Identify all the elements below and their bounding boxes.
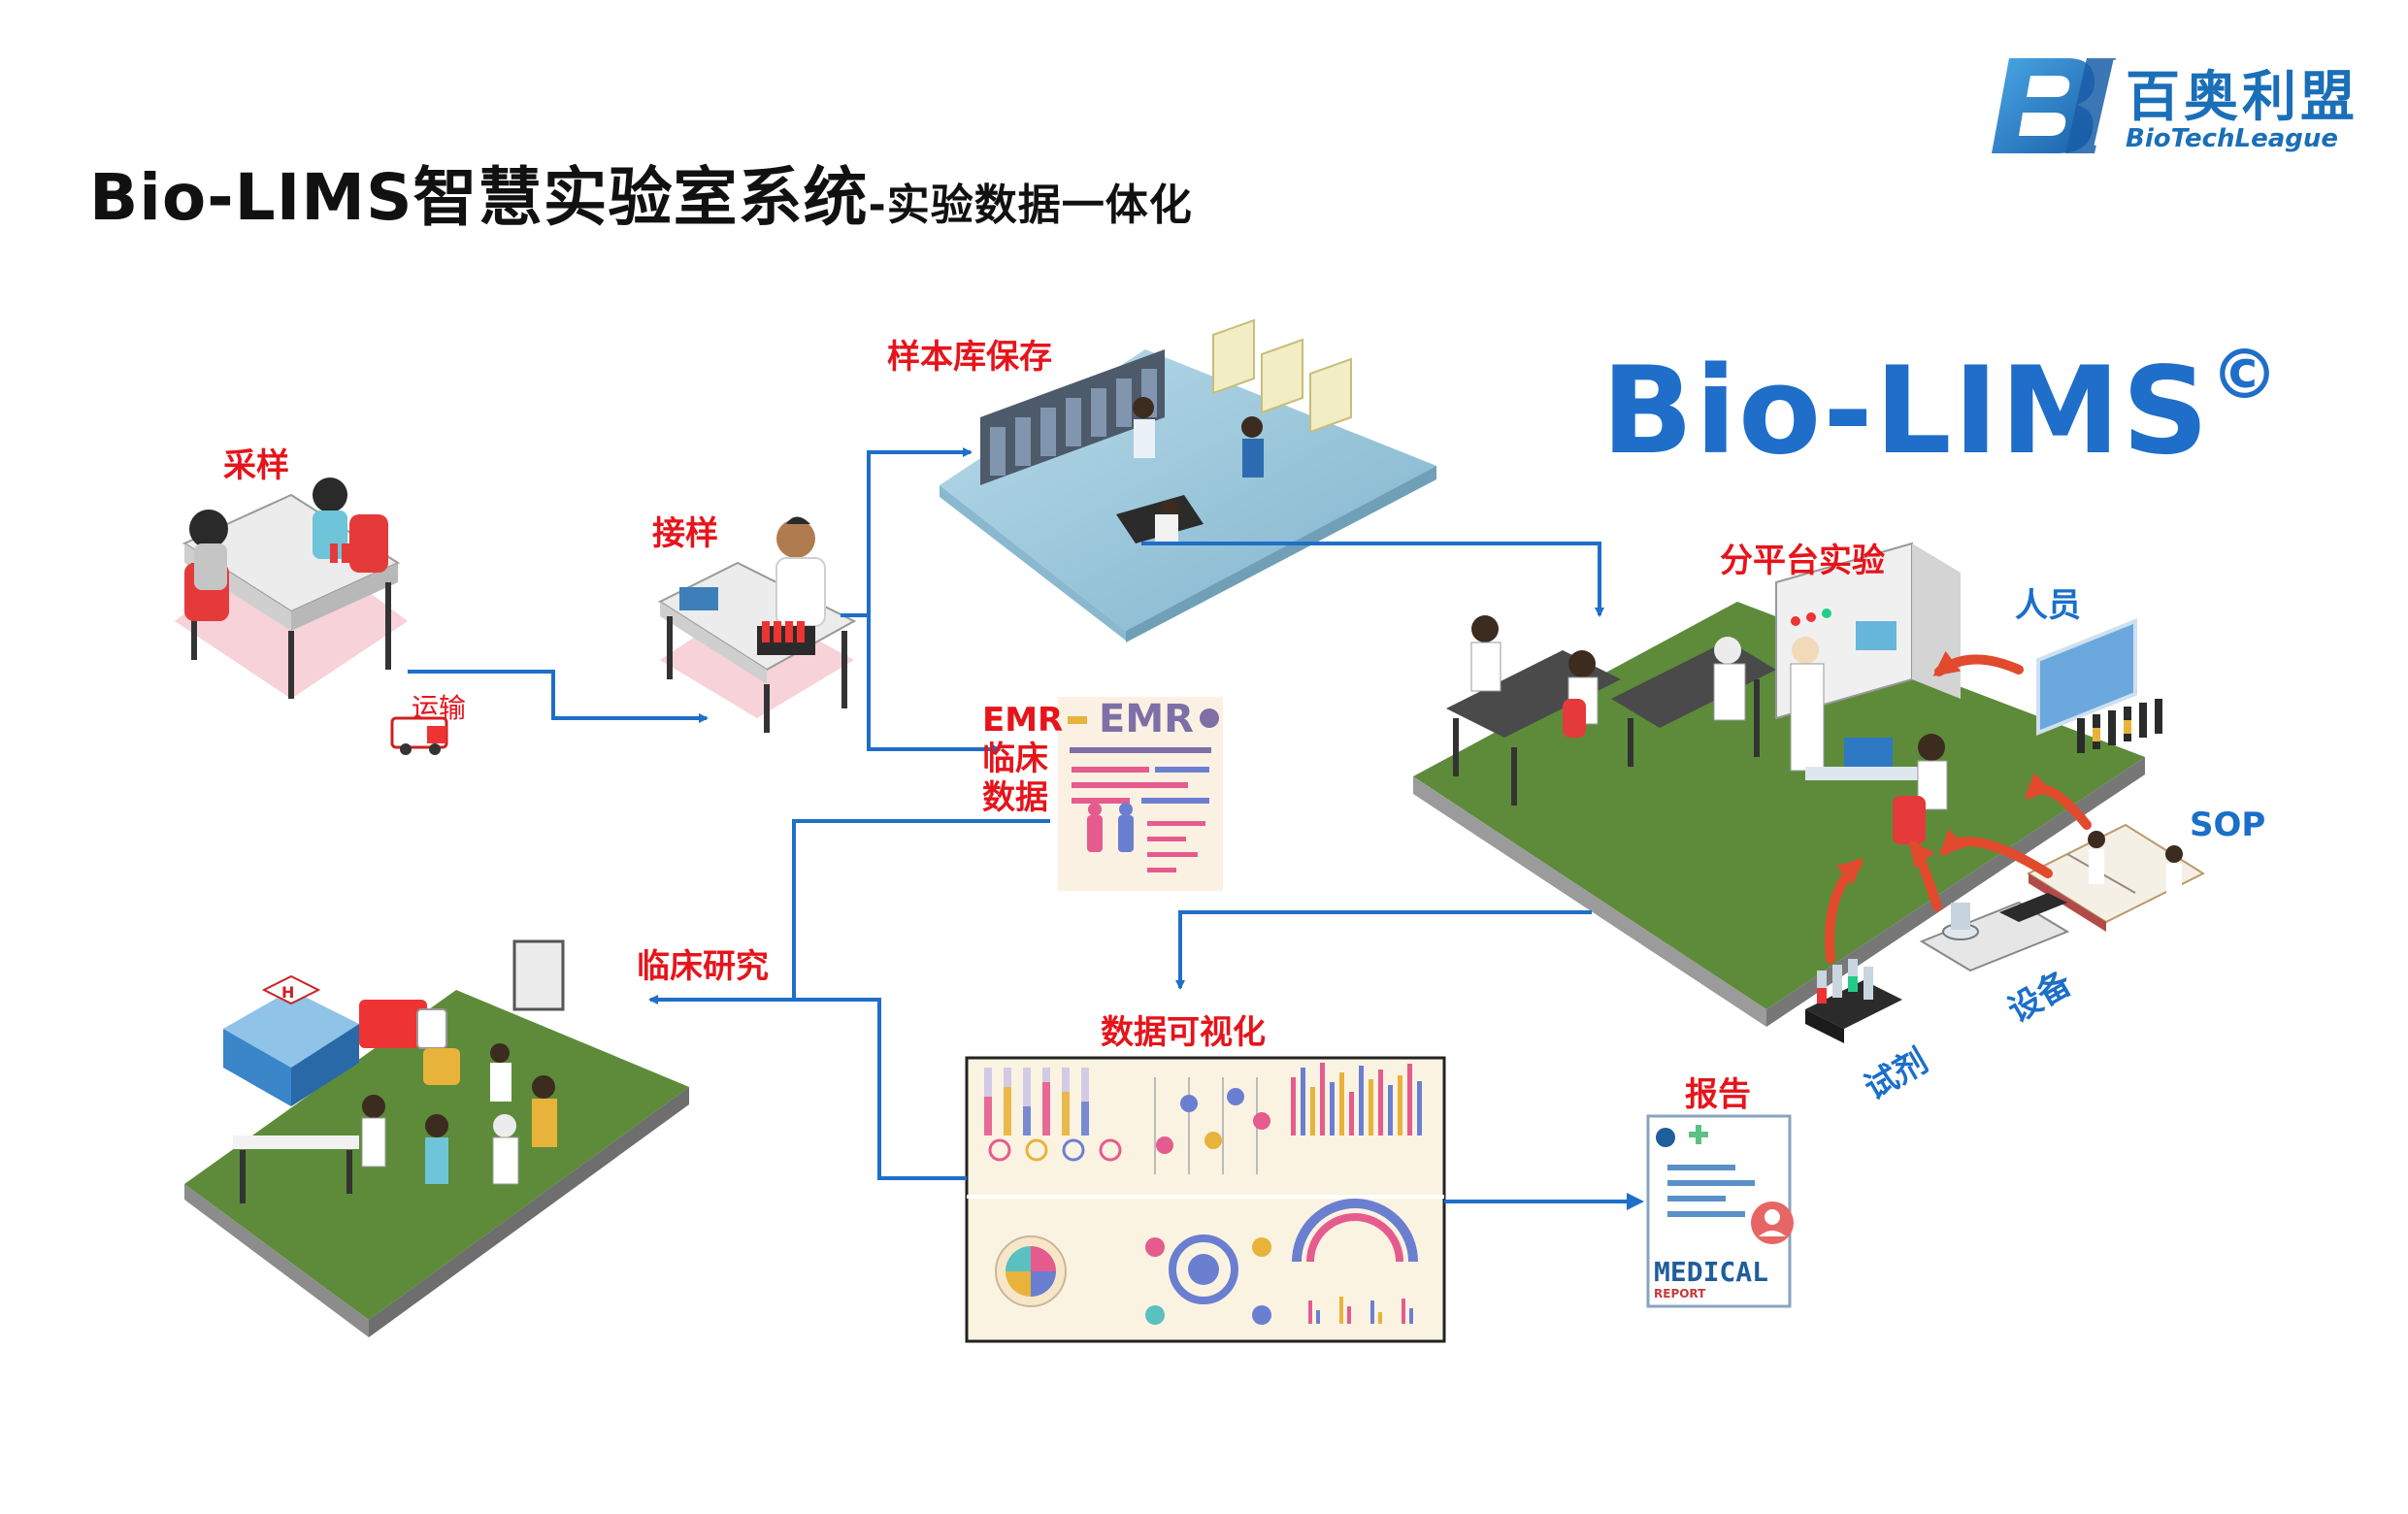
- label-emr-line1: EMR: [982, 701, 1064, 740]
- emr-document-illustration: [1058, 697, 1223, 891]
- input-arrows: [1825, 650, 2092, 964]
- page-title: Bio-LIMS智慧实验室系统-实验数据一体化: [89, 146, 1193, 239]
- title-subtitle-text: -实验数据一体化: [868, 181, 1193, 230]
- medical-report-heading: MEDICAL: [1654, 1256, 1769, 1288]
- label-emr-line2: 临床: [982, 740, 1048, 778]
- emr-document-heading: EMR: [1099, 697, 1194, 741]
- sop-illustration: [2026, 823, 2206, 932]
- sampling-illustration: [175, 477, 408, 699]
- label-emr-clinical-data: EMR 临床 数据: [982, 701, 1063, 817]
- label-data-visualization: 数据可视化: [1101, 1013, 1266, 1052]
- medical-report-illustration: [1646, 1114, 1794, 1308]
- label-sampling: 采样: [223, 446, 289, 485]
- label-biobank: 样本库保存: [887, 338, 1052, 377]
- biotechleague-logo: [1992, 58, 2119, 153]
- label-receiving: 接样: [652, 514, 718, 553]
- title-main-text: Bio-LIMS智慧实验室系统: [89, 160, 869, 235]
- biobank-illustration: [940, 318, 1436, 642]
- ambulance-icon: [390, 716, 448, 755]
- label-report: 报告: [1685, 1075, 1751, 1114]
- label-sop: SOP: [2190, 806, 2266, 844]
- sub-platform-lab-illustration: [1413, 542, 2145, 1027]
- label-emr-line3: 数据: [982, 778, 1048, 817]
- receiving-illustration: [657, 516, 857, 733]
- logo-name-cn: 百奥利盟: [2126, 66, 2359, 129]
- medical-report-subheading: REPORT: [1654, 1287, 1706, 1300]
- flow-connectors: [408, 447, 1644, 1210]
- logo-name-en: BioTechLeague: [2126, 124, 2339, 153]
- equipment-illustration: [1919, 893, 2070, 972]
- clinical-research-illustration: H: [184, 939, 689, 1337]
- brand-copyright-mark: ©: [2210, 335, 2281, 414]
- label-sub-platform: 分平台实验: [1720, 542, 1885, 580]
- brand-text: Bio-LIMS: [1601, 342, 2211, 481]
- label-transport: 运输: [412, 692, 467, 724]
- svg-text:H: H: [281, 983, 294, 1002]
- label-personnel: 人员: [2015, 586, 2081, 625]
- reagent-illustration: [1805, 959, 1902, 1043]
- label-clinical-research: 临床研究: [637, 947, 769, 986]
- brand-wordmark: Bio-LIMS©: [1601, 335, 2281, 481]
- personnel-illustration: [2036, 618, 2162, 753]
- data-visualization-dashboard: [965, 1056, 1446, 1343]
